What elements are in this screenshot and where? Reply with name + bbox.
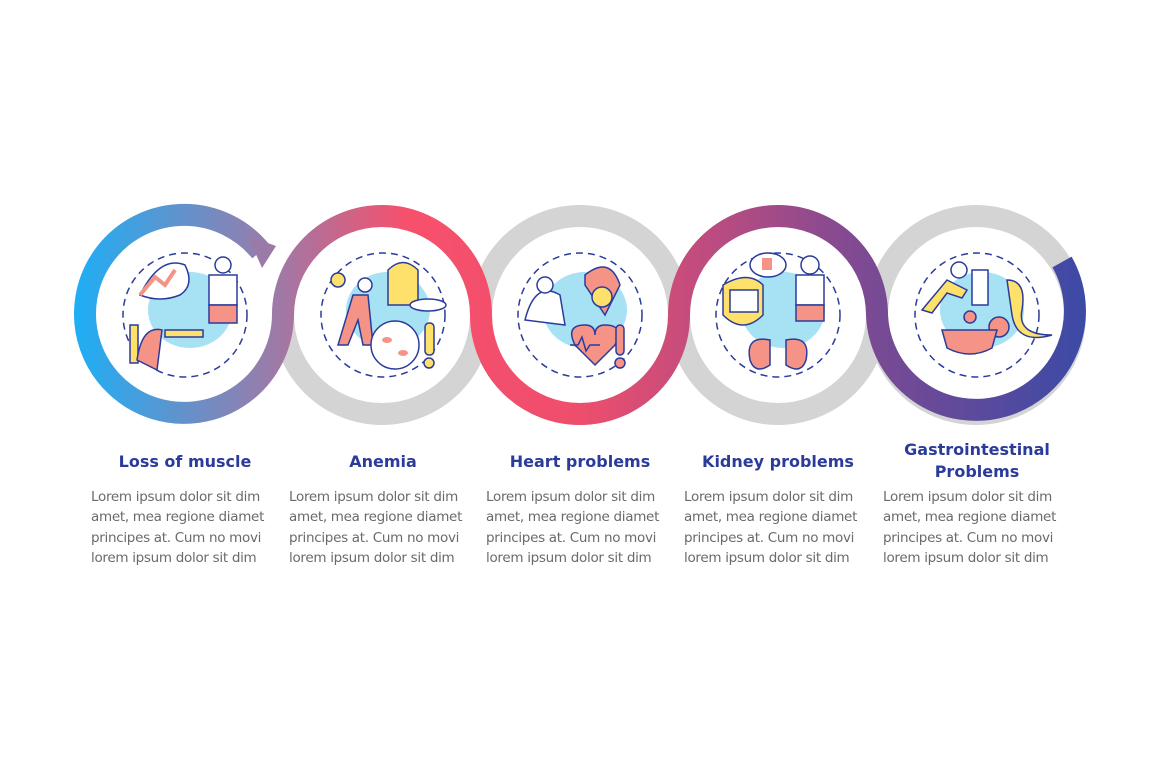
step-title-line: Problems [934,462,1020,481]
description-line: amet, mea regione diamet [289,509,463,526]
step-description: Lorem ipsum dolor sit dim amet, mea regio… [883,487,1063,568]
description-line: lorem ipsum dolor sit dim [883,549,1049,566]
description-line: Lorem ipsum dolor sit dim [91,489,260,505]
description-line: lorem ipsum dolor sit dim [486,549,652,566]
description-line: principes at. Cum no movi [883,529,1054,546]
step-title-line: Gastrointestinal [904,440,1050,459]
kidney-icon [715,252,841,378]
step-description: Lorem ipsum dolor sit dim amet, mea regio… [91,487,271,568]
gastrointestinal-icon [914,252,1053,378]
description-line: amet, mea regione diamet [883,509,1057,526]
description-line: principes at. Cum no movi [91,529,262,546]
step-title: Kidney problems [688,451,868,473]
anemia-icon [320,252,447,378]
step-title-line: Kidney problems [702,452,854,471]
step-description: Lorem ipsum dolor sit dim amet, mea regio… [486,487,666,568]
step-title: Loss of muscle [95,451,275,473]
description-line: Lorem ipsum dolor sit dim [684,489,853,505]
description-line: lorem ipsum dolor sit dim [91,549,257,566]
step-title-line: Anemia [349,452,417,471]
step-description: Lorem ipsum dolor sit dim amet, mea regio… [684,487,864,568]
step-title: Anemia [293,451,473,473]
description-line: amet, mea regione diamet [91,509,265,526]
heart-problems-icon [517,252,643,378]
description-line: amet, mea regione diamet [486,509,660,526]
step-description: Lorem ipsum dolor sit dim amet, mea regio… [289,487,469,568]
description-line: amet, mea regione diamet [684,509,858,526]
description-line: principes at. Cum no movi [486,529,657,546]
description-line: Lorem ipsum dolor sit dim [486,489,655,505]
gradient-wave-path [74,203,1086,425]
description-line: principes at. Cum no movi [684,529,855,546]
step-title-line: Heart problems [509,452,651,471]
arrow-head [248,236,276,268]
description-line: Lorem ipsum dolor sit dim [289,489,458,505]
description-line: Lorem ipsum dolor sit dim [883,489,1052,505]
description-line: lorem ipsum dolor sit dim [289,549,455,566]
step-title: Heart problems [490,451,670,473]
description-line: lorem ipsum dolor sit dim [684,549,850,566]
step-title-line: Loss of muscle [118,452,252,471]
muscle-loss-icon [122,252,248,378]
description-line: principes at. Cum no movi [289,529,460,546]
